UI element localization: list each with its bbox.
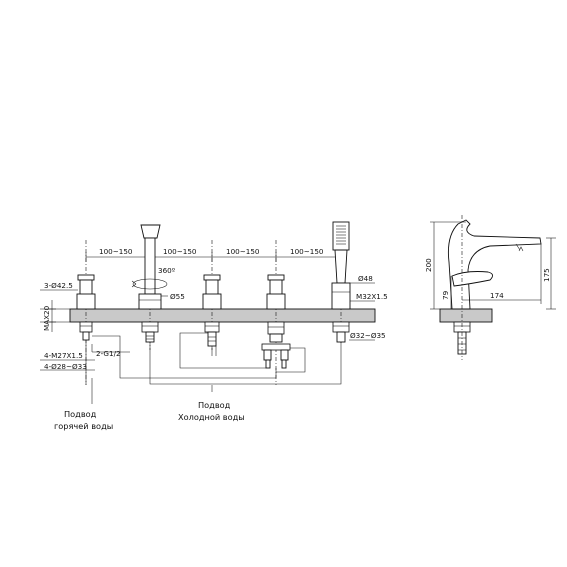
- cold-water-label-line1: Подвод: [198, 400, 231, 410]
- hot-valve-handle: [76, 274, 96, 341]
- side-lever-handle: [451, 271, 493, 287]
- shower-hole-range-label: Ø32~Ø35: [350, 331, 386, 340]
- hole-range-label: 4-Ø28~Ø33: [44, 362, 87, 371]
- hot-water-label-line2: горячей воды: [54, 421, 113, 431]
- hot-water-label-line1: Подвод: [64, 409, 97, 419]
- side-dimensions: [430, 221, 556, 310]
- max-deck-label: MAX20: [42, 305, 51, 331]
- cold-valve-handle: [202, 274, 222, 347]
- side-height-spout: 175: [542, 268, 551, 282]
- front-view: 100~150 100~150 100~150 100~150 3: [40, 221, 388, 431]
- countertop-deck: [69, 308, 376, 323]
- rotation-label: 360º: [158, 266, 176, 275]
- callout-arrows: [91, 378, 213, 404]
- cold-water-label-line2: Холодной воды: [178, 412, 245, 422]
- spacing-label-3: 100~150: [226, 247, 260, 256]
- side-countertop: [439, 308, 493, 323]
- shower-thread-label: M32X1.5: [356, 292, 388, 301]
- spacing-label-4: 100~150: [290, 247, 324, 256]
- supply-hoses: [85, 332, 342, 385]
- left-annotations: [40, 289, 130, 371]
- side-height-total: 200: [424, 258, 433, 272]
- shower-holder-diameter-label: Ø48: [358, 274, 373, 283]
- side-reach: 174: [490, 291, 504, 300]
- spacing-label-2: 100~150: [163, 247, 197, 256]
- handle-diameter-label: 3-Ø42.5: [44, 281, 73, 290]
- spacing-label-1: 100~150: [99, 247, 133, 256]
- spout-diameter-label: Ø55: [170, 292, 185, 301]
- side-spout-body: [447, 219, 542, 310]
- diverter-valve-handle: [261, 274, 291, 369]
- right-annotations: [161, 282, 375, 341]
- side-height-handle: 79: [441, 290, 450, 300]
- spout-column: [131, 224, 168, 343]
- inlet-thread-label: 2-G1/2: [96, 349, 121, 358]
- side-view: 200 175 79 174: [424, 215, 556, 360]
- valve-thread-label: 4-M27X1.5: [44, 351, 83, 360]
- hand-shower: [331, 221, 351, 343]
